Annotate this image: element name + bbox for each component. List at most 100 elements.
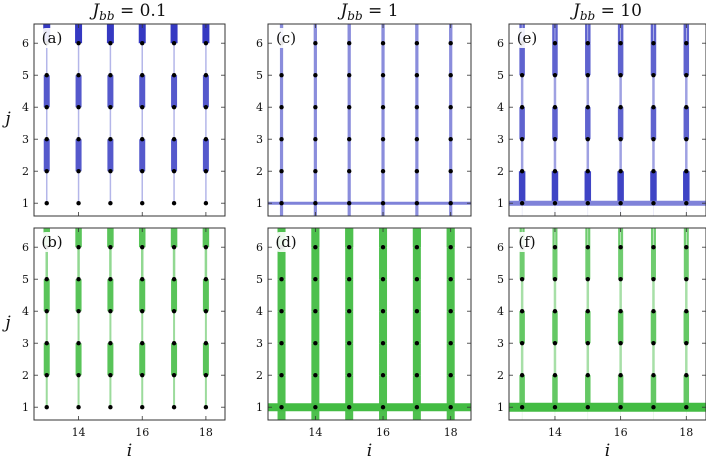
- site-marker: [313, 309, 318, 314]
- panel-frame: [267, 227, 472, 421]
- site-marker: [585, 169, 590, 174]
- site-marker: [279, 309, 284, 314]
- site-marker: [414, 105, 420, 110]
- site-marker: [448, 105, 453, 110]
- site-marker: [684, 341, 689, 346]
- site-marker: [448, 73, 453, 78]
- y-tick-label: 3: [497, 337, 504, 350]
- site-marker: [347, 277, 352, 282]
- site-marker: [140, 73, 145, 78]
- site-marker: [203, 373, 209, 378]
- site-marker: [684, 309, 689, 314]
- site-marker: [203, 105, 209, 110]
- site-marker: [279, 73, 284, 78]
- site-marker: [171, 105, 177, 110]
- panel-label: (c): [272, 28, 300, 48]
- site-marker: [651, 105, 656, 110]
- site-marker: [448, 137, 453, 142]
- site-marker: [651, 201, 656, 206]
- site-marker: [651, 41, 656, 46]
- site-marker: [44, 169, 49, 174]
- site-marker: [76, 105, 81, 110]
- site-marker: [44, 277, 49, 282]
- site-marker: [684, 41, 689, 46]
- site-marker: [651, 245, 656, 250]
- y-tick-label: 1: [22, 197, 29, 210]
- site-marker: [140, 201, 145, 206]
- panel-frame: [33, 23, 226, 217]
- site-marker: [44, 201, 49, 206]
- x-tick-label: 18: [679, 426, 693, 439]
- site-marker: [279, 137, 284, 142]
- y-tick-label: 3: [22, 133, 29, 146]
- y-tick-label: 3: [256, 133, 263, 146]
- site-marker: [108, 277, 113, 282]
- site-marker: [448, 41, 453, 46]
- site-marker: [44, 373, 49, 378]
- site-marker: [44, 73, 49, 78]
- site-marker: [76, 41, 81, 46]
- site-marker: [108, 245, 113, 250]
- x-tick-label: 16: [614, 426, 628, 439]
- column-title: Jbb = 10: [570, 1, 642, 23]
- site-marker: [108, 309, 113, 314]
- site-marker: [203, 405, 209, 410]
- site-marker: [108, 41, 113, 46]
- site-marker: [44, 105, 49, 110]
- site-marker: [347, 41, 352, 46]
- y-tick-label: 5: [22, 69, 29, 82]
- panel-frame: [508, 227, 706, 421]
- y-tick-label: 4: [497, 101, 504, 114]
- y-tick-label: 4: [256, 101, 263, 114]
- site-marker: [618, 373, 623, 378]
- site-marker: [519, 373, 525, 378]
- site-marker: [140, 169, 145, 174]
- site-marker: [44, 137, 49, 142]
- site-marker: [171, 73, 177, 78]
- site-marker: [380, 201, 386, 206]
- site-marker: [171, 277, 177, 282]
- site-marker: [651, 373, 656, 378]
- site-marker: [585, 373, 590, 378]
- site-marker: [140, 105, 145, 110]
- panel-label-text: (b): [41, 233, 62, 251]
- site-marker: [414, 169, 420, 174]
- panel-plot-area: [268, 24, 471, 216]
- site-marker: [108, 373, 113, 378]
- site-marker: [618, 41, 623, 46]
- site-marker: [380, 373, 386, 378]
- site-marker: [313, 201, 318, 206]
- site-marker: [140, 405, 145, 410]
- site-marker: [313, 73, 318, 78]
- site-marker: [519, 169, 525, 174]
- y-tick-label: 2: [497, 165, 504, 178]
- panel-frame: [267, 23, 472, 217]
- panel-label-bg: [513, 28, 541, 48]
- site-marker: [108, 405, 113, 410]
- site-marker: [313, 341, 318, 346]
- y-tick-label: 3: [256, 337, 263, 350]
- y-tick-label: 4: [22, 101, 29, 114]
- site-marker: [140, 137, 145, 142]
- site-marker: [140, 341, 145, 346]
- site-marker: [171, 405, 177, 410]
- site-marker: [684, 373, 689, 378]
- site-marker: [76, 341, 81, 346]
- site-marker: [448, 405, 453, 410]
- site-marker: [171, 245, 177, 250]
- site-marker: [380, 105, 386, 110]
- site-marker: [684, 201, 689, 206]
- panel-label-bg: [272, 232, 300, 252]
- site-marker: [279, 341, 284, 346]
- y-tick-label: 6: [497, 241, 504, 254]
- panel-label-bg: [38, 28, 66, 48]
- panel-label: (d): [272, 232, 300, 252]
- site-marker: [171, 341, 177, 346]
- site-marker: [347, 373, 352, 378]
- x-axis-label: i: [605, 441, 610, 460]
- y-tick-label: 2: [22, 369, 29, 382]
- site-marker: [552, 73, 558, 78]
- site-marker: [347, 405, 352, 410]
- site-marker: [552, 309, 558, 314]
- site-marker: [313, 373, 318, 378]
